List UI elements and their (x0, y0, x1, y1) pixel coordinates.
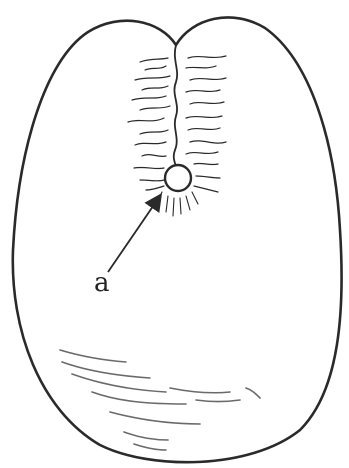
bottom-shading (60, 350, 260, 450)
hatching-right (186, 56, 226, 192)
hatching-left (128, 58, 170, 190)
seed-outline (13, 17, 342, 462)
crack-line (174, 45, 177, 172)
label-a: a (94, 270, 110, 296)
pointer-arrow (108, 196, 160, 272)
hilum-circle (165, 165, 191, 191)
hatching-below-hilum (156, 192, 198, 216)
